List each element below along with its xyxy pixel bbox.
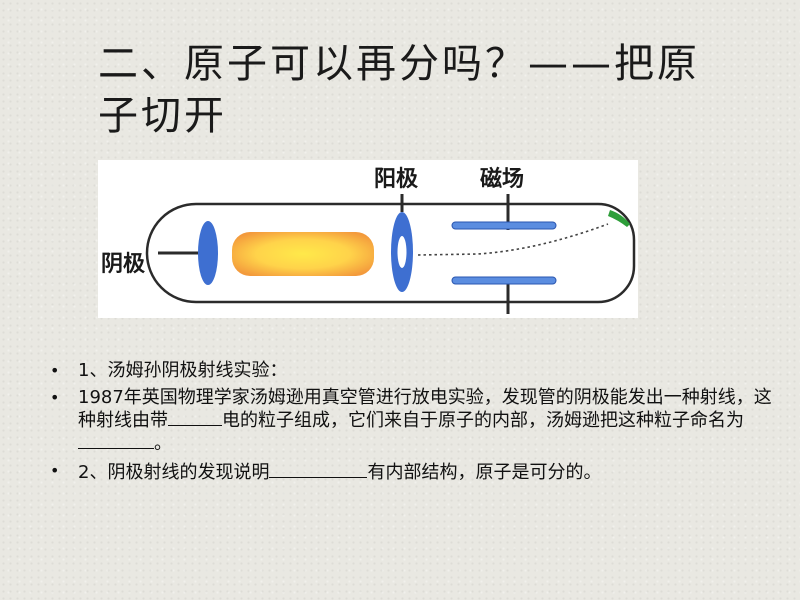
- magnet-plate-top: [451, 221, 557, 230]
- bullet-experiment-title: 1、汤姆孙阴极射线实验：: [48, 360, 778, 381]
- glow-beam: [232, 232, 374, 276]
- bullet-3-text-b: 有内部结构，原子是可分的。: [367, 462, 602, 483]
- bullet-3-text-a: 2、阴极射线的发现说明: [78, 462, 270, 483]
- bullet-list: 1、汤姆孙阴极射线实验： 1987年英国物理学家汤姆逊用真空管进行放电实验，发现…: [48, 360, 778, 489]
- label-magnetic-field: 磁场: [480, 166, 524, 192]
- tube-svg: 阴极 阳极 磁场: [101, 166, 636, 314]
- fill-blank-particle-name[interactable]: [78, 431, 154, 449]
- bullet-2-text-b: 电的粒子组成，它们来自于原子的内部，汤姆逊把这种粒子命名为: [222, 410, 744, 431]
- screen-glow: [608, 210, 630, 227]
- slide-title: 二、原子可以再分吗？——把原子切开: [98, 41, 700, 139]
- cathode-electrode: [198, 221, 218, 285]
- bullet-2-text-c: 。: [154, 433, 172, 454]
- deflected-beam-path: [417, 223, 609, 256]
- fill-blank-structure[interactable]: [269, 460, 368, 478]
- anode-hole: [397, 236, 407, 268]
- magnet-plate-bottom: [451, 276, 557, 285]
- bullet-experiment-description: 1987年英国物理学家汤姆逊用真空管进行放电实验，发现管的阴极能发出一种射线，这…: [48, 387, 778, 454]
- label-cathode: 阴极: [101, 252, 146, 277]
- cathode-ray-tube-diagram: 阴极 阳极 磁场: [98, 160, 638, 318]
- bullet-conclusion: 2、阴极射线的发现说明 有内部结构，原子是可分的。: [48, 460, 778, 483]
- bullet-1-text: 1、汤姆孙阴极射线实验：: [78, 360, 288, 381]
- glass-tube: [145, 202, 636, 304]
- fill-blank-charge[interactable]: [168, 408, 222, 426]
- bullet-2-text-a: 1987年英国物理学家汤姆逊用真空管进行放电实验，发现管的阴极能发出一种射线，这…: [78, 387, 772, 431]
- label-anode: 阳极: [374, 167, 419, 192]
